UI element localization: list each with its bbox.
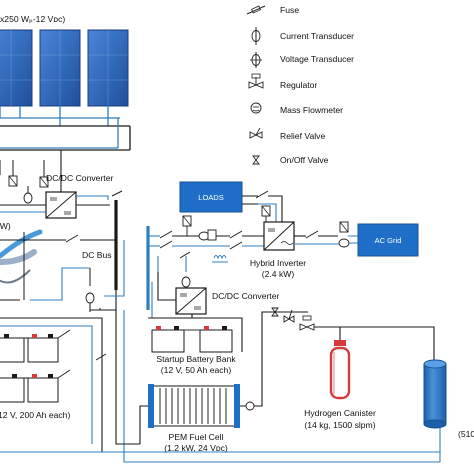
hydrogen-canister-label-line1: Hydrogen Canister: [304, 408, 376, 418]
fuse-icon: [229, 230, 243, 239]
legend-onoff-valve-label: On/Off Valve: [280, 155, 329, 165]
startup-battery-label-line2: (12 V, 50 Ah each): [161, 365, 232, 375]
legend-current-transducer-label: Current Transducer: [280, 31, 354, 41]
loads-box: LOADS: [179, 181, 243, 213]
hybrid-inverter-label-line2: (2.4 kW): [262, 269, 295, 279]
hydrogen-canister: [329, 340, 351, 400]
inductor-icon: [212, 255, 228, 263]
fuse-icon: [305, 230, 319, 239]
current-transducer-icon: [85, 292, 95, 304]
current-transducer-icon: [181, 276, 191, 288]
fuse-icon: [159, 240, 173, 249]
legend: Fuse Current Transducer Voltage Transduc…: [246, 5, 354, 165]
mid-dcdc-converter: [175, 287, 207, 315]
fuse-icon: [65, 234, 79, 243]
regulator-icon: [248, 73, 264, 89]
battery-bank: [0, 317, 103, 453]
startup-battery-label-line1: Startup Battery Bank: [156, 354, 236, 364]
voltage-transducer-box: [182, 215, 192, 227]
battery-cell: [27, 334, 59, 363]
ac-grid-label: AC Grid: [375, 236, 402, 245]
battery-bank-label: 12 V, 200 Ah each): [0, 410, 70, 420]
startup-battery-cell: [151, 326, 185, 353]
pem-fuel-cell: [148, 384, 240, 428]
onoff-valve-icon: [271, 307, 279, 317]
fuel-cell-label-line1: PEM Fuel Cell: [169, 432, 224, 442]
voltage-transducer-box: [207, 229, 217, 241]
voltage-transducer-box: [261, 205, 271, 217]
current-transducer-icon: [251, 27, 261, 45]
relief-valve-icon: [283, 309, 295, 323]
ac-grid-box: AC Grid: [357, 223, 419, 257]
hybrid-inverter: [263, 221, 295, 251]
turbine-graphic: [0, 229, 43, 301]
legend-regulator-label: Regulator: [280, 80, 317, 90]
relief-valve-icon: [249, 127, 263, 139]
hybrid-inverter-label-line1: Hybrid Inverter: [250, 258, 306, 268]
voltage-transducer-box: [339, 221, 349, 233]
regulator-icon: [299, 315, 315, 331]
top-dcdc-converter: [45, 191, 77, 219]
fuel-cell-label-line2: (1.2 kW, 24 Vᴅᴄ): [164, 443, 228, 453]
pv-wiring: [0, 106, 131, 151]
voltage-transducer-icon: [250, 52, 262, 68]
current-transducer-icon: [23, 192, 33, 204]
pv-panel-1: [0, 29, 33, 107]
battery-cell: [27, 374, 59, 403]
mid-converter-label: DC/DC Converter: [212, 291, 279, 301]
partial-kw-label: W): [0, 221, 11, 231]
top-converter-label: DC/DC Converter: [46, 173, 113, 183]
current-transducer-icon: [338, 238, 350, 248]
dc-bus: [114, 200, 150, 310]
fuse-icon: [159, 230, 173, 239]
battery-cell: [0, 334, 25, 363]
loads-label: LOADS: [198, 193, 223, 202]
pv-array-label: x250 Wₚ-12 Vᴅᴄ): [0, 14, 65, 24]
mass-flowmeter-icon: [245, 401, 255, 411]
fuse-icon: [246, 5, 266, 15]
partial-right-label: (510: [458, 429, 474, 439]
onoff-valve-icon: [252, 155, 260, 165]
pv-array: x250 Wₚ-12 Vᴅᴄ): [0, 14, 129, 107]
voltage-transducer-box: [8, 175, 18, 187]
hydrogen-canister-label-line2: (14 kg, 1500 slpm): [304, 420, 375, 430]
startup-battery-cell: [199, 326, 233, 353]
fuse-icon: [229, 241, 243, 250]
dc-bus-label: DC Bus: [82, 250, 112, 260]
legend-fuse-label: Fuse: [280, 5, 299, 15]
current-transducer-icon: [198, 231, 210, 241]
battery-cell: [0, 374, 25, 403]
fuse-icon: [95, 353, 107, 361]
legend-relief-valve-label: Relief Valve: [280, 131, 325, 141]
storage-cylinder: [423, 359, 447, 429]
legend-voltage-transducer-label: Voltage Transducer: [280, 54, 354, 64]
fuse-icon: [179, 251, 191, 259]
legend-mass-flowmeter-label: Mass Flowmeter: [280, 105, 343, 115]
mass-flowmeter-icon: [250, 102, 262, 114]
fuse-icon: [255, 190, 269, 199]
fuse-icon: [111, 190, 123, 197]
